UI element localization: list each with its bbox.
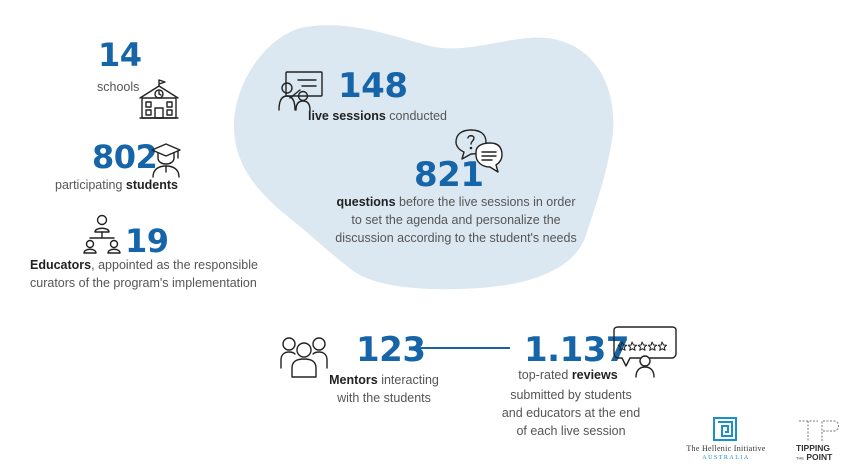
reviews-label: top-rated reviews (518, 368, 618, 382)
hellenic-initiative-country: AUSTRALIA (702, 455, 750, 461)
live-sessions-label: live sessions conducted (308, 109, 447, 123)
mentors-number: 123 (356, 330, 426, 370)
live-sessions-number: 148 (338, 66, 408, 106)
schools-number: 14 (98, 36, 142, 74)
questions-number: 821 (414, 155, 484, 195)
school-icon (139, 79, 179, 119)
student-icon (151, 143, 181, 178)
reviews-icon (613, 326, 677, 378)
tipping-point-logo-icon (799, 420, 839, 441)
educators-icon (83, 214, 121, 254)
students-number: 802 (92, 138, 158, 176)
hellenic-initiative-name: The Hellenic Initiative (686, 444, 766, 453)
connector-line (414, 347, 510, 349)
reviews-number: 1.137 (524, 330, 630, 370)
schools-label: schools (97, 80, 140, 94)
mentors-icon (280, 337, 328, 378)
presentation-icon (278, 71, 323, 111)
students-label: participating students (55, 178, 178, 192)
chat-question-icon (455, 129, 503, 173)
questions-label: questions before the live sessions in or… (335, 195, 577, 245)
tipping-point-name: TIPPING THE POINT (796, 443, 833, 462)
educators-number: 19 (125, 222, 169, 260)
hellenic-initiative-logo-icon (713, 417, 737, 441)
